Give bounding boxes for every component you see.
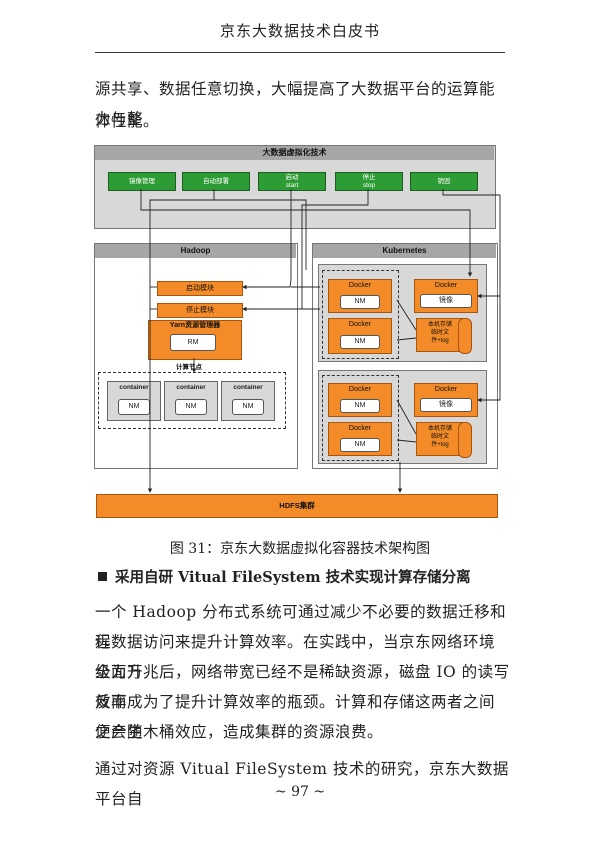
- hadoop-title: Hadoop: [95, 244, 296, 258]
- compute-node-label: 计算节点: [176, 364, 202, 371]
- docker-3-label: Docker: [348, 386, 372, 393]
- docker-mirror-2-image: 镜像: [420, 398, 472, 412]
- paragraph-2-line-1: 一个 Hadoop 分布式系统可通过减少不必要的数据迁移和远: [95, 603, 507, 651]
- docker-mirror-1-image: 镜像: [420, 294, 472, 308]
- container-2-label: container: [176, 384, 206, 391]
- local-storage-2: 本机存储 临时文 件+log: [416, 422, 464, 456]
- docker-1-nm: NM: [340, 295, 380, 309]
- paragraph-2-line-3: 级为万兆后，网络带宽已经不是稀缺资源，磁盘 IO 的读写效率: [95, 663, 510, 711]
- docker-4-nm: NM: [340, 438, 380, 452]
- paragraph-2-line-4: 反而成为了提升计算效率的瓶颈。计算和存储这两者之间便会随: [95, 693, 496, 741]
- diagram-connectors: [140, 189, 501, 493]
- yarn-label: Yarn资源管理器: [169, 322, 221, 329]
- paragraph-2-line-5: 之产生木桶效应，造成集群的资源浪费。: [95, 723, 384, 741]
- hdfs-cluster: HDFS集群: [96, 494, 498, 518]
- image-management-button: 镜像管理: [108, 172, 176, 191]
- virtualization-title: 大数据虚拟化技术: [95, 146, 494, 160]
- container-1-nm: NM: [118, 399, 150, 415]
- container-1-label: container: [119, 384, 149, 391]
- container-3-label: container: [233, 384, 263, 391]
- k8s-node-2-group: [322, 375, 399, 461]
- docker-2-nm: NM: [340, 335, 380, 349]
- local-storage-1: 本机存储 临时文 件+log: [416, 318, 464, 352]
- paragraph-1-line-2: 体性能。: [95, 112, 160, 130]
- start-button: 启动 start: [258, 172, 326, 191]
- local-storage-2-cap: [458, 422, 472, 458]
- stop-module: 停止模块: [157, 303, 243, 318]
- destroy-button: 销毁: [410, 172, 478, 191]
- rm-box: RM: [170, 334, 216, 351]
- container-3-nm: NM: [232, 399, 264, 415]
- section-heading: 采用自研 Vitual FileSystem 技术实现计算存储分离: [98, 566, 471, 587]
- figure-caption: 图 31：京东大数据虚拟化容器技术架构图: [169, 541, 431, 557]
- docker-mirror-2-label: Docker: [434, 386, 458, 393]
- paragraph-3-line-1: 通过对资源 Vitual FileSystem 技术的研究，京东大数据平台自: [95, 760, 509, 808]
- page-number: ~ 97 ~: [274, 784, 326, 800]
- docker-3-nm: NM: [340, 399, 380, 413]
- header-rule: [95, 52, 505, 53]
- docker-1-label: Docker: [348, 282, 372, 289]
- paragraph-1-line-1: 源共享、数据任意切换，大幅提高了大数据平台的运算能力与整: [95, 80, 496, 128]
- running-header: 京东大数据技术白皮书: [219, 22, 380, 40]
- docker-4-label: Docker: [348, 425, 372, 432]
- paragraph-2-line-2: 程数据访问来提升计算效率。在实践中，当京东网络环境全面升: [95, 633, 496, 681]
- docker-2-label: Docker: [348, 321, 372, 328]
- kubernetes-title: Kubernetes: [313, 244, 496, 258]
- section-heading-text: 采用自研 Vitual FileSystem 技术实现计算存储分离: [115, 569, 471, 586]
- container-2-nm: NM: [175, 399, 207, 415]
- k8s-node-1-group: [322, 270, 399, 359]
- architecture-diagram: 大数据虚拟化技术 镜像管理 自动部署 启动 start 停止 stop 销毁 H…: [94, 145, 501, 518]
- local-storage-1-cap: [458, 318, 472, 354]
- docker-mirror-1-label: Docker: [434, 282, 458, 289]
- stop-button: 停止 stop: [335, 172, 403, 191]
- bullet-square-icon: [98, 572, 107, 581]
- auto-deploy-button: 自动部署: [182, 172, 250, 191]
